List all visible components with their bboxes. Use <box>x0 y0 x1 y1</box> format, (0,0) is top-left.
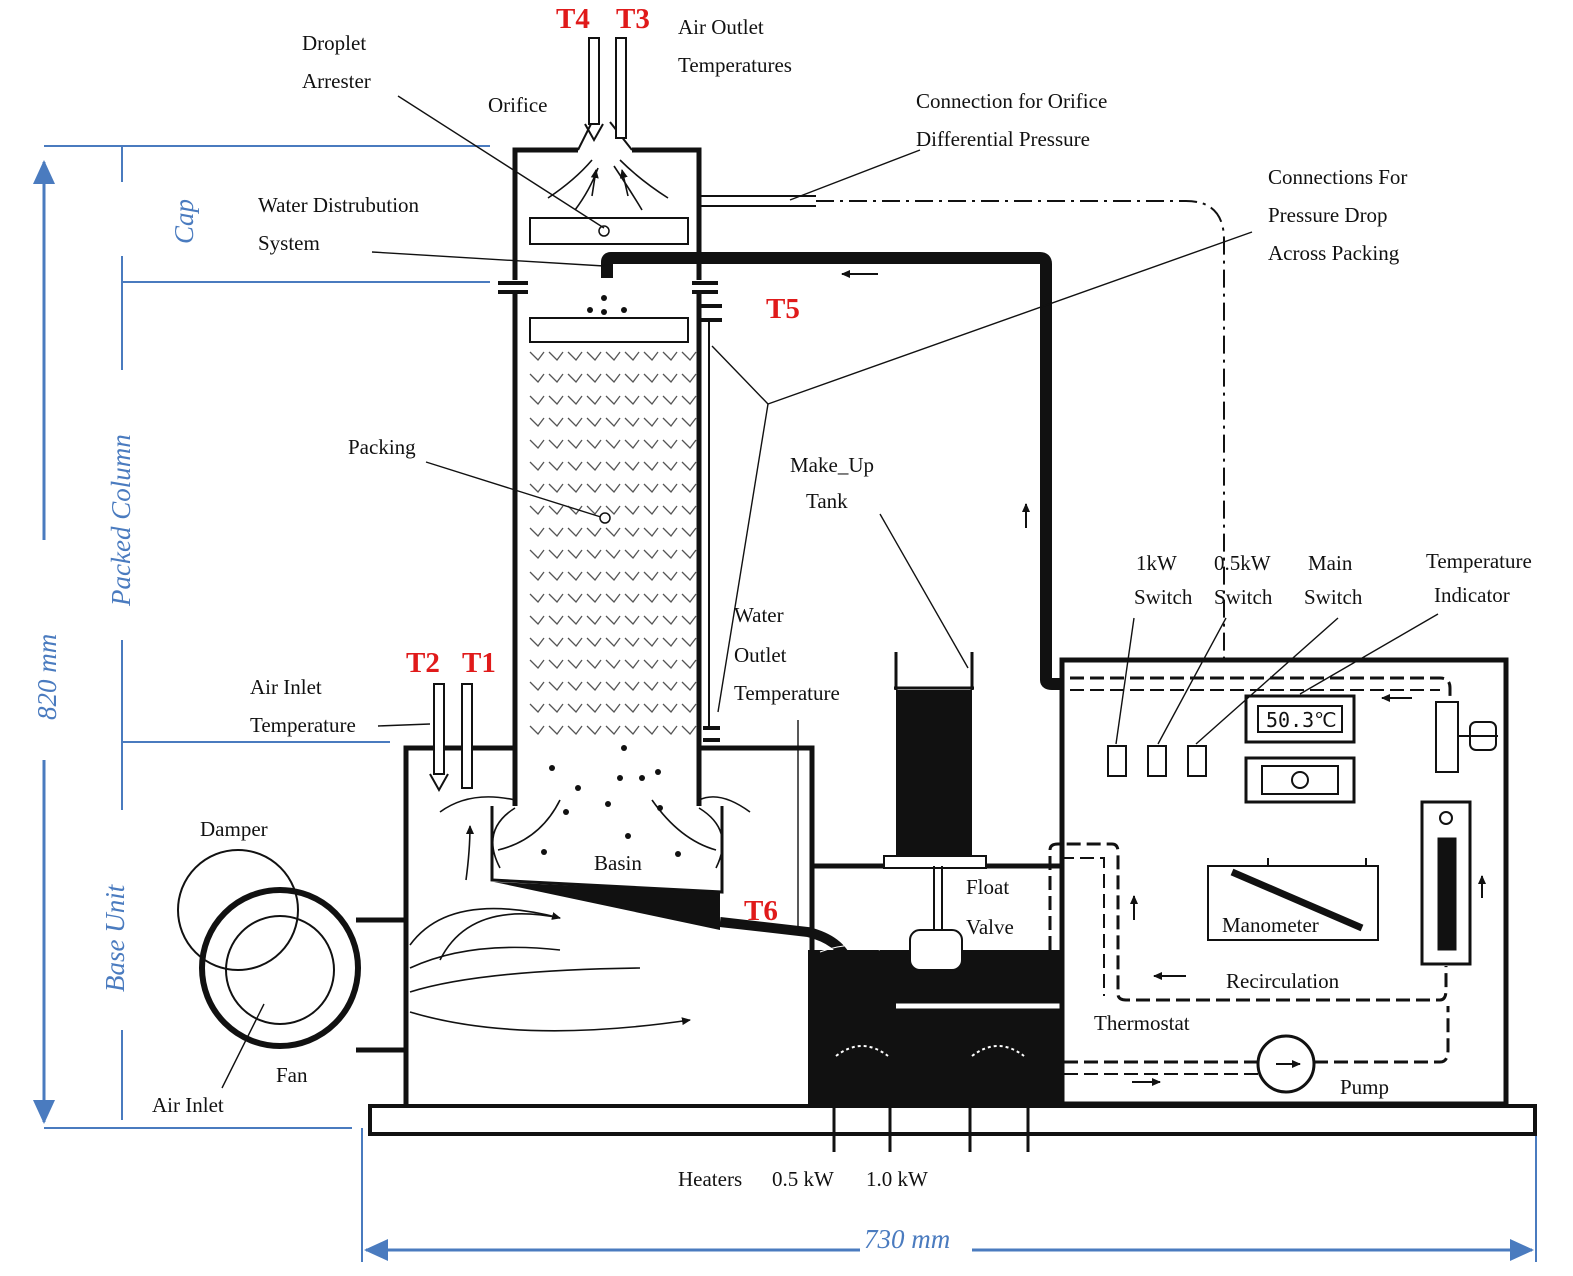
air-inlet-temperature-label-2: Temperature <box>250 713 356 737</box>
main-switch-label-1: Main <box>1308 551 1353 575</box>
damper-label: Damper <box>200 817 268 841</box>
base-unit-dimension-label: Base Unit <box>100 883 130 992</box>
t3-tag: T3 <box>616 3 650 35</box>
t1-tag: T1 <box>462 647 496 679</box>
makeup-tank-label-1: Make_Up <box>790 453 874 477</box>
fan-assembly <box>177 849 406 1053</box>
water-outlet-temperature-label-3: Temperature <box>734 681 840 705</box>
water-supply-pipe <box>601 252 1060 690</box>
basin <box>490 806 724 894</box>
heaters-label: Heaters <box>678 1167 742 1191</box>
basin-water <box>494 882 720 930</box>
leader-lines <box>221 95 1439 1089</box>
thermostat-label: Thermostat <box>1094 1011 1190 1035</box>
inlet-temperature-probes <box>429 683 473 793</box>
packing-media <box>529 351 697 735</box>
cap-dimension-label: Cap <box>169 199 199 244</box>
temperature-display-reading: 50.3℃ <box>1266 708 1337 732</box>
orifice-connection-label-2: Differential Pressure <box>916 127 1090 151</box>
water-outlet-temperature-label-1: Water <box>734 603 784 627</box>
water-outlet-temperature-label-2: Outlet <box>734 643 787 667</box>
pressure-drop-label-2: Pressure Drop <box>1268 203 1388 227</box>
pump-label: Pump <box>1340 1075 1389 1099</box>
t2-tag: T2 <box>406 647 440 679</box>
base-plate <box>368 1104 1537 1136</box>
water-distribution-label-2: System <box>258 231 320 255</box>
heater-reservoir <box>808 929 1087 1152</box>
air-inlet-temperature-label-1: Air Inlet <box>250 675 322 699</box>
cap-airflow <box>547 159 669 211</box>
heater-1kw-label: 1.0 kW <box>866 1167 928 1191</box>
float-valve-label-2: Valve <box>966 915 1014 939</box>
height-dimension-label: 820 mm <box>32 634 62 720</box>
air-outlet-label-2: Temperatures <box>678 53 792 77</box>
switch-1kw-label-1: 1kW <box>1136 551 1177 575</box>
heater-05kw-label: 0.5 kW <box>772 1167 834 1191</box>
t5-tag: T5 <box>766 293 800 325</box>
makeup-tank-label-2: Tank <box>806 489 848 513</box>
switch-1kw-label-2: Switch <box>1134 585 1193 609</box>
droplet-arrester-marker <box>598 225 610 237</box>
air-outlet-label-1: Air Outlet <box>678 15 764 39</box>
t4-tag: T4 <box>556 3 590 35</box>
control-panel <box>1048 657 1509 1107</box>
width-dimension-label: 730 mm <box>864 1224 950 1254</box>
packed-column-dimension-label: Packed Column <box>106 434 136 607</box>
droplet-arrester-label-2: Arrester <box>302 69 371 93</box>
distribution-nozzle <box>601 264 613 276</box>
water-droplets <box>587 295 627 315</box>
pressure-drop-label-1: Connections For <box>1268 165 1407 189</box>
dimension-lines <box>33 145 1537 1262</box>
basin-label: Basin <box>594 851 642 875</box>
float-valve-label-1: Float <box>966 875 1009 899</box>
base-airflow <box>409 825 691 1032</box>
orifice-connection-label-1: Connection for Orifice <box>916 89 1107 113</box>
orifice-label: Orifice <box>488 93 547 117</box>
t6-tag: T6 <box>744 895 778 927</box>
air-inlet-label: Air Inlet <box>152 1093 224 1117</box>
makeup-tank <box>883 652 987 938</box>
basin-droplets <box>541 745 681 857</box>
outlet-temperature-probes <box>584 37 627 143</box>
orifice-connection <box>699 195 1225 862</box>
pressure-drop-label-3: Across Packing <box>1268 241 1400 265</box>
temperature-indicator-label-2: Indicator <box>1434 583 1510 607</box>
switch-05kw-label-1: 0.5kW <box>1214 551 1271 575</box>
recirculation-label: Recirculation <box>1226 969 1340 993</box>
water-distribution-label-1: Water Distrubution <box>258 193 420 217</box>
packing-marker <box>599 512 611 524</box>
switch-05kw-label-2: Switch <box>1214 585 1273 609</box>
fan-label: Fan <box>276 1063 308 1087</box>
temperature-indicator-label-1: Temperature <box>1426 549 1532 573</box>
main-switch-label-2: Switch <box>1304 585 1363 609</box>
packing-label: Packing <box>348 435 416 459</box>
manometer-label: Manometer <box>1222 913 1319 937</box>
droplet-arrester-label-1: Droplet <box>302 31 366 55</box>
